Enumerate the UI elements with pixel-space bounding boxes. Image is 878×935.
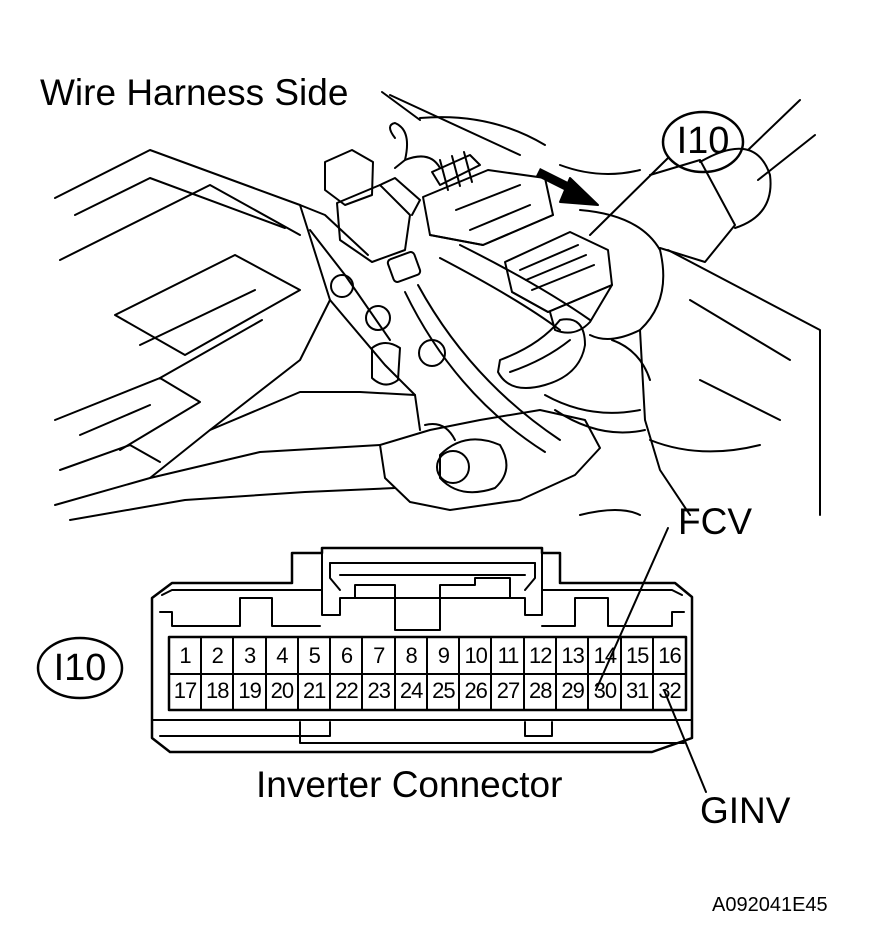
callout-bubble-left <box>36 636 124 700</box>
pin-28: 28 <box>529 678 552 703</box>
pin-4: 4 <box>276 643 288 668</box>
pin-8: 8 <box>405 643 417 668</box>
pin-5: 5 <box>308 643 321 668</box>
engine-bay-drawing <box>54 94 821 521</box>
pin-32: 32 <box>658 678 681 703</box>
pin-29: 29 <box>561 678 584 703</box>
pin-23: 23 <box>367 678 391 703</box>
pin-24: 24 <box>399 678 423 703</box>
wire-harness-side-label: Wire Harness Side <box>40 72 349 113</box>
pin-18: 18 <box>206 678 229 703</box>
pin-15: 15 <box>625 643 649 668</box>
pin-16: 16 <box>658 643 681 668</box>
pin-17: 17 <box>173 678 197 703</box>
pin-19: 19 <box>238 678 261 703</box>
fcv-terminal-label: FCV <box>678 501 752 542</box>
pin-21: 21 <box>302 678 326 703</box>
figure-code: A092041E45 <box>712 894 828 916</box>
pin-7: 7 <box>373 643 385 668</box>
connector-face <box>150 546 694 754</box>
harness-leader <box>381 91 421 121</box>
pin-1: 1 <box>179 643 191 668</box>
callout-leader-top <box>589 157 669 236</box>
pin-20: 20 <box>270 678 294 703</box>
pin-10: 10 <box>464 643 487 668</box>
pin-11: 11 <box>497 643 520 668</box>
connector-code-callout: I10 <box>676 120 730 162</box>
pin-9: 9 <box>437 643 450 668</box>
pin-30: 30 <box>593 678 617 703</box>
pin-25: 25 <box>432 678 455 703</box>
pin-14: 14 <box>593 643 617 668</box>
ginv-leader <box>663 689 707 793</box>
connector-code-label: I10 <box>53 647 107 689</box>
pin-13: 13 <box>561 643 584 668</box>
inverter-connector-label: Inverter Connector <box>256 764 563 805</box>
pin-12: 12 <box>529 643 552 668</box>
ginv-terminal-label: GINV <box>700 790 791 831</box>
fcv-leader <box>595 527 669 691</box>
pin-6: 6 <box>340 643 353 668</box>
pin-3: 3 <box>243 643 256 668</box>
pin-26: 26 <box>464 678 487 703</box>
pin-27: 27 <box>496 678 520 703</box>
pin-22: 22 <box>335 678 358 703</box>
callout-bubble-top <box>661 110 745 174</box>
pin-2: 2 <box>211 643 224 668</box>
pin-31: 31 <box>625 678 649 703</box>
